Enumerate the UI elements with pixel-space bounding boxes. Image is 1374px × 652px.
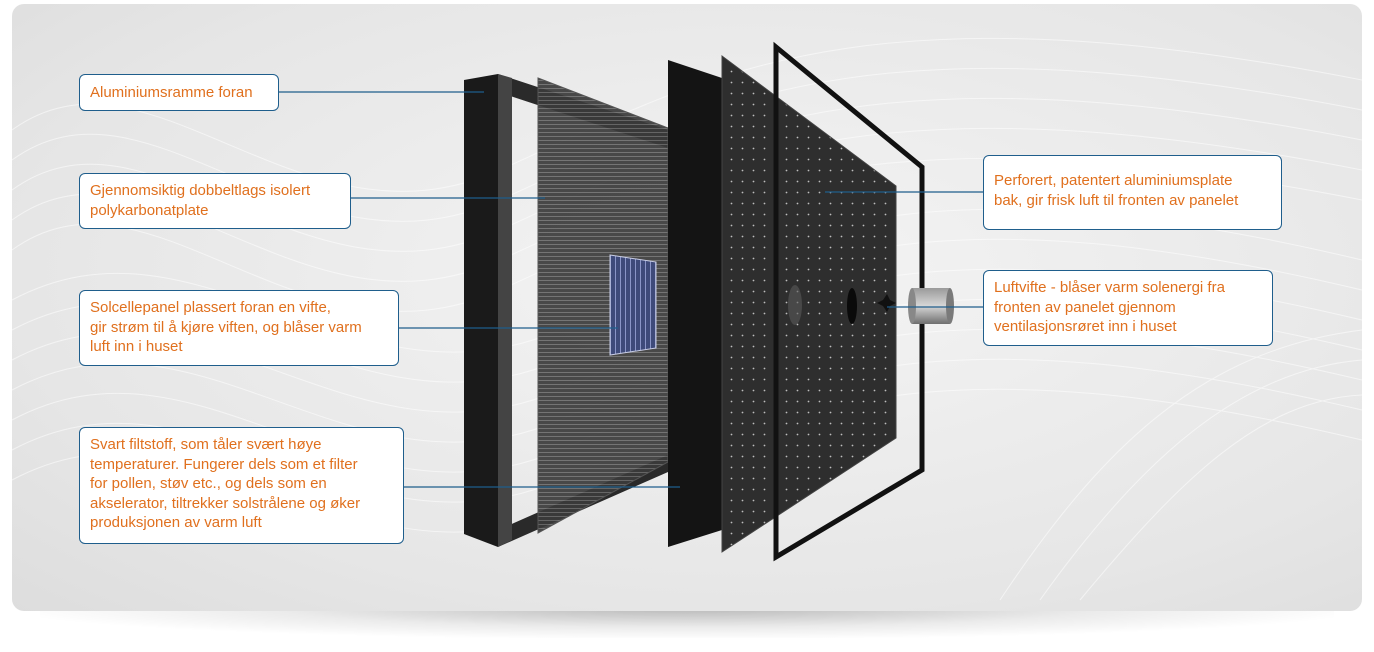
label-polycarbonate: Gjennomsiktig dobbeltlags isolert polyka… [79,173,351,229]
label-front-frame: Aluminiumsramme foran [79,74,279,111]
leader-lines [279,91,983,488]
vent-pipe [908,288,954,324]
rear-frame [773,41,925,562]
solar-cell [609,254,657,356]
label-solar-panel: Solcellepanel plassert foran en vifte, g… [79,290,399,366]
label-black-felt: Svart filtstoff, som tåler svært høye te… [79,427,404,544]
perforated-aluminium-plate [721,55,897,553]
label-perforated-plate: Perforert, patentert aluminiumsplate bak… [983,155,1282,230]
fan-icon [877,294,896,312]
black-felt-layer [668,60,722,547]
card-shadow [40,608,1334,638]
label-fan: Luftvifte - blåser varm solenergi fra fr… [983,270,1273,346]
